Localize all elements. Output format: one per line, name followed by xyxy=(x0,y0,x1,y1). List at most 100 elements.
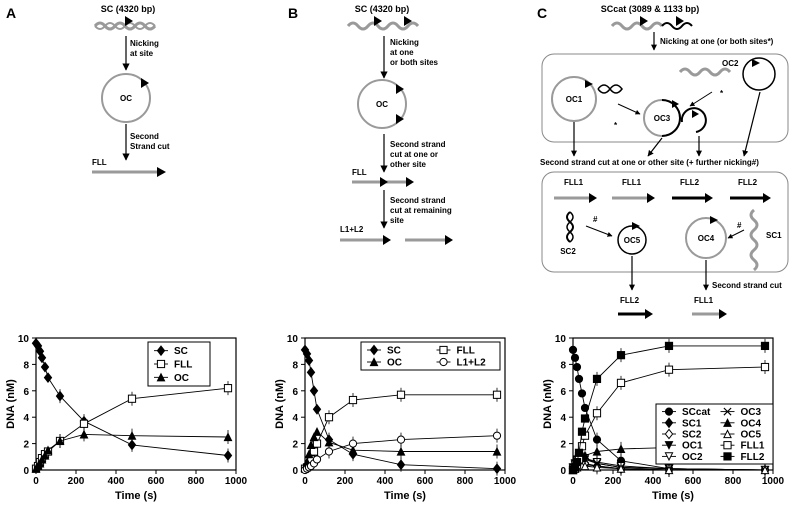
x-tick-label: 200 xyxy=(68,476,85,487)
panel-c-diagram: C SCcat (3089 & 1133 bp) Nicking at one … xyxy=(537,4,789,319)
data-point xyxy=(574,374,584,384)
series-fll2 xyxy=(568,338,770,475)
panel-c-label: C xyxy=(537,5,547,21)
data-point xyxy=(616,444,626,453)
panel-b-product1: FLL xyxy=(352,168,367,177)
data-point xyxy=(616,463,626,473)
y-axis-label: DNA (nM) xyxy=(542,379,554,429)
legend-marker xyxy=(723,407,732,416)
data-point xyxy=(127,439,137,451)
data-point xyxy=(577,427,587,436)
data-point xyxy=(43,372,53,384)
panel-c-hash-1: # xyxy=(593,215,598,224)
legend-entry: SC1 xyxy=(682,418,702,429)
data-point xyxy=(580,450,590,460)
y-tick-label: 6 xyxy=(23,387,29,398)
data-point xyxy=(577,389,587,398)
data-point xyxy=(127,394,137,403)
x-tick-label: 400 xyxy=(108,476,125,487)
legend-marker xyxy=(723,452,732,461)
panel-c-oc3: OC3 xyxy=(654,114,671,123)
y-axis-label: DNA (nM) xyxy=(5,379,17,429)
data-point xyxy=(570,353,580,362)
panel-a-step2-line1: Second xyxy=(130,132,159,141)
data-point xyxy=(492,390,502,399)
legend-entry: OC1 xyxy=(682,441,703,452)
x-tick-label: 0 xyxy=(33,476,39,487)
legend-marker xyxy=(664,428,674,440)
y-tick-label: 2 xyxy=(292,440,298,451)
legend-entry: SCcat xyxy=(682,407,711,418)
x-tick-label: 600 xyxy=(148,476,165,487)
y-tick-label: 0 xyxy=(23,466,29,477)
data-point xyxy=(396,446,406,456)
data-point xyxy=(760,465,770,475)
data-point xyxy=(79,429,89,439)
legend-entry: L1+L2 xyxy=(457,358,487,369)
y-tick-label: 8 xyxy=(560,360,566,371)
y-tick-label: 6 xyxy=(560,387,566,398)
y-tick-label: 0 xyxy=(292,466,298,477)
legend-marker xyxy=(664,452,674,462)
panel-c-fll2-a: FLL2 xyxy=(680,178,700,187)
open-circle-icon xyxy=(101,73,151,123)
panel-c-middle: Second strand cut at one or other site (… xyxy=(540,158,759,167)
legend-entry: SC2 xyxy=(682,430,702,441)
panel-c-fll1-a: FLL1 xyxy=(564,178,584,187)
legend-marker xyxy=(723,418,732,427)
panel-c-star-2: * xyxy=(720,89,724,98)
panel-c-title: SCcat (3089 & 1133 bp) xyxy=(601,4,700,14)
x-tick-label: 800 xyxy=(725,476,742,487)
site-marker-icon xyxy=(125,16,133,26)
data-point xyxy=(223,450,233,461)
nicking-box xyxy=(541,53,789,143)
y-tick-label: 2 xyxy=(23,440,29,451)
y-tick-label: 10 xyxy=(18,334,30,345)
data-point xyxy=(572,457,582,467)
data-point xyxy=(312,455,322,464)
panel-c-step1: Nicking at one (or both sites*) xyxy=(660,37,774,46)
legend-marker xyxy=(369,344,379,356)
panel-b-step1-line1: Nicking xyxy=(390,38,419,47)
legend-marker xyxy=(723,441,732,450)
x-tick-label: 0 xyxy=(570,476,576,487)
supercoil-icon xyxy=(610,21,664,31)
data-point xyxy=(492,463,502,475)
panel-c-hash-2: # xyxy=(737,221,742,230)
series-l1-l2 xyxy=(300,428,502,475)
panel-b-step1-line3: or both sites xyxy=(390,58,439,67)
legend-marker xyxy=(664,417,674,429)
panel-b-step3-line2: cut at remaining xyxy=(390,206,452,215)
data-point xyxy=(79,419,89,428)
data-point xyxy=(304,355,314,366)
x-tick-label: 400 xyxy=(645,476,662,487)
data-point xyxy=(592,374,602,384)
y-axis-label: DNA (nM) xyxy=(274,379,286,429)
legend-marker xyxy=(156,372,166,382)
panel-a-label: A xyxy=(6,5,16,21)
data-point xyxy=(616,378,626,387)
legend-marker xyxy=(664,407,674,416)
legend-entry: FLL xyxy=(457,346,475,357)
panel-a-title: SC (4320 bp) xyxy=(101,4,156,14)
data-point xyxy=(312,427,322,436)
data-point xyxy=(37,352,47,364)
data-point xyxy=(492,431,502,440)
y-tick-label: 6 xyxy=(292,387,298,398)
x-axis-label: Time (s) xyxy=(115,490,157,502)
data-point xyxy=(396,459,406,471)
data-point xyxy=(127,430,137,440)
legend-entry: OC2 xyxy=(682,452,703,463)
data-point xyxy=(592,446,602,456)
panel-b-step1-line2: at one xyxy=(390,48,414,57)
data-point xyxy=(348,395,358,405)
data-point xyxy=(55,390,65,402)
panel-a-product: FLL xyxy=(92,158,107,167)
panel-b-diagram: B SC (4320 bp) Nicking at one or both si… xyxy=(288,4,453,245)
x-tick-label: 1000 xyxy=(225,476,248,487)
y-tick-label: 0 xyxy=(560,466,566,477)
